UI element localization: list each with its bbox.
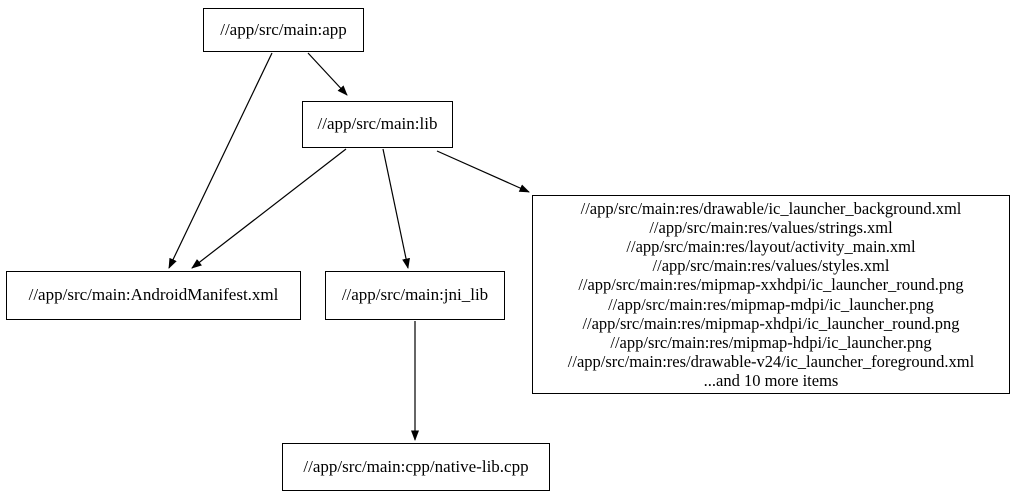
graph-node-app-label: //app/src/main:app xyxy=(220,19,347,39)
graph-node-cpp-native-lib-label: //app/src/main:cpp/native-lib.cpp xyxy=(303,456,529,476)
res-group-line: //app/src/main:res/mipmap-xhdpi/ic_launc… xyxy=(582,313,960,333)
edge-lib-to-jni_lib xyxy=(382,148,410,269)
res-group-line: //app/src/main:res/mipmap-xxhdpi/ic_laun… xyxy=(578,275,964,295)
graph-node-androidmanifest: //app/src/main:AndroidManifest.xml xyxy=(6,271,301,320)
graph-node-jni-lib-label: //app/src/main:jni_lib xyxy=(341,285,489,305)
res-group-line: //app/src/main:res/layout/activity_main.… xyxy=(626,236,916,256)
edge-app-to-lib xyxy=(307,52,348,96)
graph-node-res-group: //app/src/main:res/drawable/ic_launcher_… xyxy=(532,195,1010,394)
res-group-line: //app/src/main:res/mipmap-mdpi/ic_launch… xyxy=(608,294,934,314)
res-group-line: //app/src/main:res/mipmap-hdpi/ic_launch… xyxy=(610,332,932,352)
graph-node-app: //app/src/main:app xyxy=(203,8,364,52)
graph-node-androidmanifest-label: //app/src/main:AndroidManifest.xml xyxy=(28,285,279,305)
graph-node-cpp-native-lib: //app/src/main:cpp/native-lib.cpp xyxy=(282,443,550,491)
edge-app-to-manifest xyxy=(168,52,273,269)
res-group-line: //app/src/main:res/drawable-v24/ic_launc… xyxy=(567,352,975,372)
edge-lib-to-manifest xyxy=(191,148,347,269)
res-group-line: //app/src/main:res/drawable/ic_launcher_… xyxy=(580,198,962,218)
res-group-line: //app/src/main:res/values/styles.xml xyxy=(652,256,890,276)
graph-node-lib: //app/src/main:lib xyxy=(302,101,453,148)
graph-node-lib-label: //app/src/main:lib xyxy=(317,114,438,134)
graph-node-jni-lib: //app/src/main:jni_lib xyxy=(325,271,505,320)
res-group-line: //app/src/main:res/values/strings.xml xyxy=(649,217,893,237)
res-group-more-items: ...and 10 more items xyxy=(703,371,839,391)
edge-lib-to-res_group xyxy=(436,150,530,193)
